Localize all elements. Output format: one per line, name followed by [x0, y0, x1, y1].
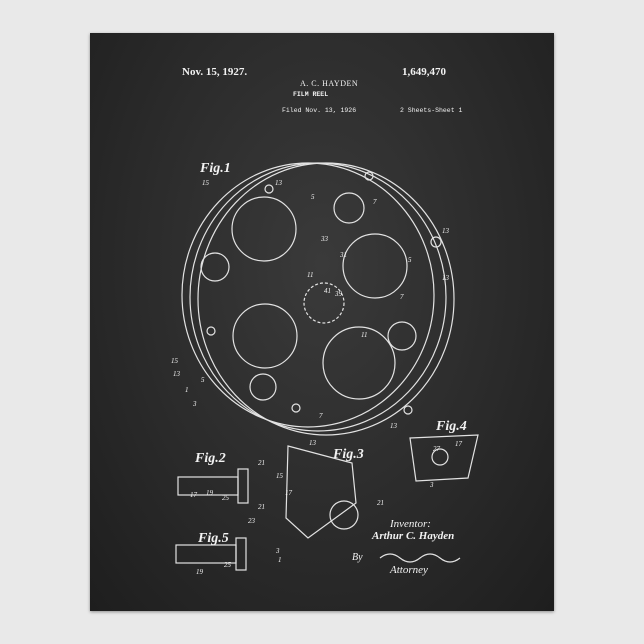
- reference-number: 5: [201, 376, 205, 384]
- clip-fig3: [286, 446, 356, 538]
- reel-rivet: [207, 327, 215, 335]
- reel-rivet: [265, 185, 273, 193]
- reference-number: 27: [433, 445, 441, 453]
- reference-number: 1: [185, 386, 189, 394]
- reference-number: 25: [222, 494, 230, 502]
- reference-number: 21: [258, 459, 265, 467]
- reference-number: 15: [171, 357, 179, 365]
- reel-hole: [343, 234, 407, 298]
- reference-number: 33: [320, 235, 329, 243]
- reference-number: 7: [400, 293, 404, 301]
- reel-hole: [323, 327, 395, 399]
- reference-number: 25: [224, 561, 232, 569]
- reference-number: 31: [339, 251, 347, 259]
- reference-number: 17: [190, 491, 198, 499]
- reel-outer-rim: [198, 163, 454, 435]
- reference-number: 15: [202, 179, 210, 187]
- reference-number: 11: [361, 331, 367, 339]
- reference-number: 17: [285, 489, 293, 497]
- reel-rivet: [404, 406, 412, 414]
- reference-number: 41: [324, 287, 331, 295]
- reference-number: 13: [275, 179, 283, 187]
- reference-number: 3: [429, 481, 434, 489]
- reel-hole-small: [201, 253, 229, 281]
- reference-number: 13: [390, 422, 398, 430]
- reel-hole-small: [388, 322, 416, 350]
- patent-poster: Nov. 15, 1927. A. C. HAYDEN 1,649,470 FI…: [90, 33, 554, 611]
- reference-number: 13: [173, 370, 181, 378]
- reference-number: 7: [373, 198, 377, 206]
- reference-number: 21: [377, 499, 384, 507]
- reference-number: 19: [196, 568, 204, 576]
- reel-rivet: [292, 404, 300, 412]
- reference-number: 5: [408, 256, 412, 264]
- reference-number: 19: [206, 489, 214, 497]
- reference-number: 23: [248, 517, 256, 525]
- reel-hole: [232, 197, 296, 261]
- reel-back-rim: [190, 163, 446, 431]
- attorney-signature: [380, 554, 460, 562]
- reel-edge: [182, 163, 434, 427]
- reference-number: 13: [442, 274, 450, 282]
- reference-number: 5: [311, 193, 315, 201]
- reference-number: 17: [455, 440, 463, 448]
- patent-drawing: 1513571333311141391357111513135137132117…: [90, 33, 554, 611]
- reference-number: 11: [307, 271, 313, 279]
- clip-knob: [330, 501, 358, 529]
- reference-number: 3: [192, 400, 197, 408]
- reference-number: 13: [442, 227, 450, 235]
- reference-number: 7: [319, 412, 323, 420]
- pin-head-fig2: [238, 469, 248, 503]
- reference-number: 3: [275, 547, 280, 555]
- reference-number: 21: [258, 503, 265, 511]
- reference-number: 1: [278, 556, 282, 564]
- clip-fig4: [410, 435, 478, 481]
- reel-hole-small: [250, 374, 276, 400]
- reference-number: 13: [309, 439, 317, 447]
- reel-hole-small: [334, 193, 364, 223]
- reel-hole: [233, 304, 297, 368]
- reference-number: 15: [276, 472, 284, 480]
- reference-number: 39: [334, 290, 343, 298]
- pin-head-fig5: [236, 538, 246, 570]
